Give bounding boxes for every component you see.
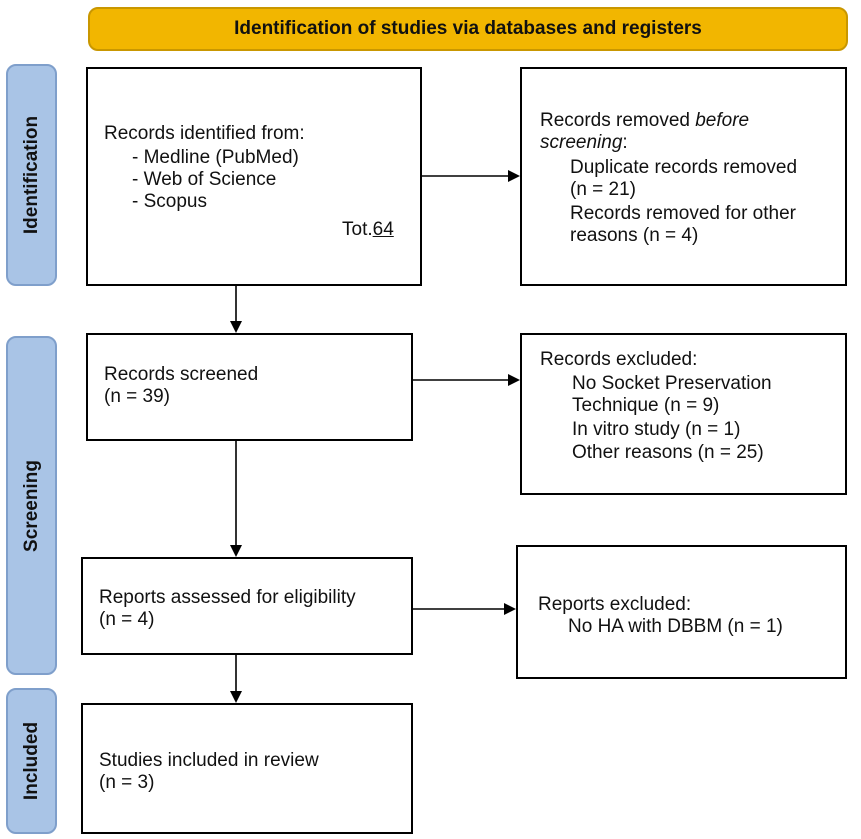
source-item: - Web of Science bbox=[132, 169, 277, 190]
phase-screening: Screening bbox=[6, 336, 57, 675]
studies-included-count: (n = 3) bbox=[99, 772, 155, 793]
records-removed-heading-prefix: Records removed bbox=[540, 110, 696, 131]
records-excluded-heading: Records excluded: bbox=[540, 349, 698, 370]
studies-included-box: Studies included in review (n = 3) bbox=[81, 703, 413, 834]
studies-included-label: Studies included in review bbox=[99, 750, 319, 771]
other-removed-label: Records removed for other bbox=[570, 203, 796, 224]
records-screened-count: (n = 39) bbox=[104, 386, 171, 407]
records-removed-heading-italic-part2: screening bbox=[540, 132, 623, 153]
excluded-item: Other reasons (n = 25) bbox=[572, 442, 764, 463]
reports-assessed-label: Reports assessed for eligibility bbox=[99, 587, 356, 608]
excluded-item: In vitro study (n = 1) bbox=[572, 419, 741, 440]
reports-assessed-count: (n = 4) bbox=[99, 609, 155, 630]
records-removed-heading-italic-part1: before bbox=[695, 110, 750, 131]
duplicates-count: (n = 21) bbox=[570, 179, 637, 200]
excluded-item: Technique (n = 9) bbox=[572, 395, 720, 416]
records-removed-heading-line1: Records removed before bbox=[540, 110, 749, 131]
reports-excluded-heading: Reports excluded: bbox=[538, 594, 692, 615]
records-removed-box: Records removed before screening: Duplic… bbox=[520, 67, 847, 286]
other-removed-count: reasons (n = 4) bbox=[570, 225, 699, 246]
records-excluded-box: Records excluded: No Socket Preservation… bbox=[520, 333, 847, 495]
records-total-prefix: Tot. bbox=[342, 219, 373, 240]
source-item: - Scopus bbox=[132, 191, 207, 212]
phase-included: Included bbox=[6, 688, 57, 834]
source-item: - Medline (PubMed) bbox=[132, 147, 299, 168]
duplicates-label: Duplicate records removed bbox=[570, 157, 798, 178]
reports-assessed-box: Reports assessed for eligibility (n = 4) bbox=[81, 557, 413, 655]
records-identified-heading: Records identified from: bbox=[104, 123, 305, 144]
reports-excluded-box: Reports excluded: No HA with DBBM (n = 1… bbox=[516, 545, 847, 679]
records-total: Tot.64 bbox=[342, 219, 394, 240]
reports-excluded-item: No HA with DBBM (n = 1) bbox=[568, 616, 783, 637]
header-title: Identification of studies via databases … bbox=[234, 18, 702, 39]
records-screened-label: Records screened bbox=[104, 364, 259, 385]
header-banner: Identification of studies via databases … bbox=[88, 7, 848, 51]
records-removed-heading-line2: screening: bbox=[540, 132, 628, 153]
phase-identification: Identification bbox=[6, 64, 57, 286]
records-identified-box: Records identified from: - Medline (PubM… bbox=[86, 67, 422, 286]
records-removed-heading-suffix: : bbox=[622, 132, 628, 153]
records-screened-box: Records screened (n = 39) bbox=[86, 333, 413, 441]
records-total-value: 64 bbox=[372, 219, 394, 240]
excluded-item: No Socket Preservation bbox=[572, 373, 772, 394]
